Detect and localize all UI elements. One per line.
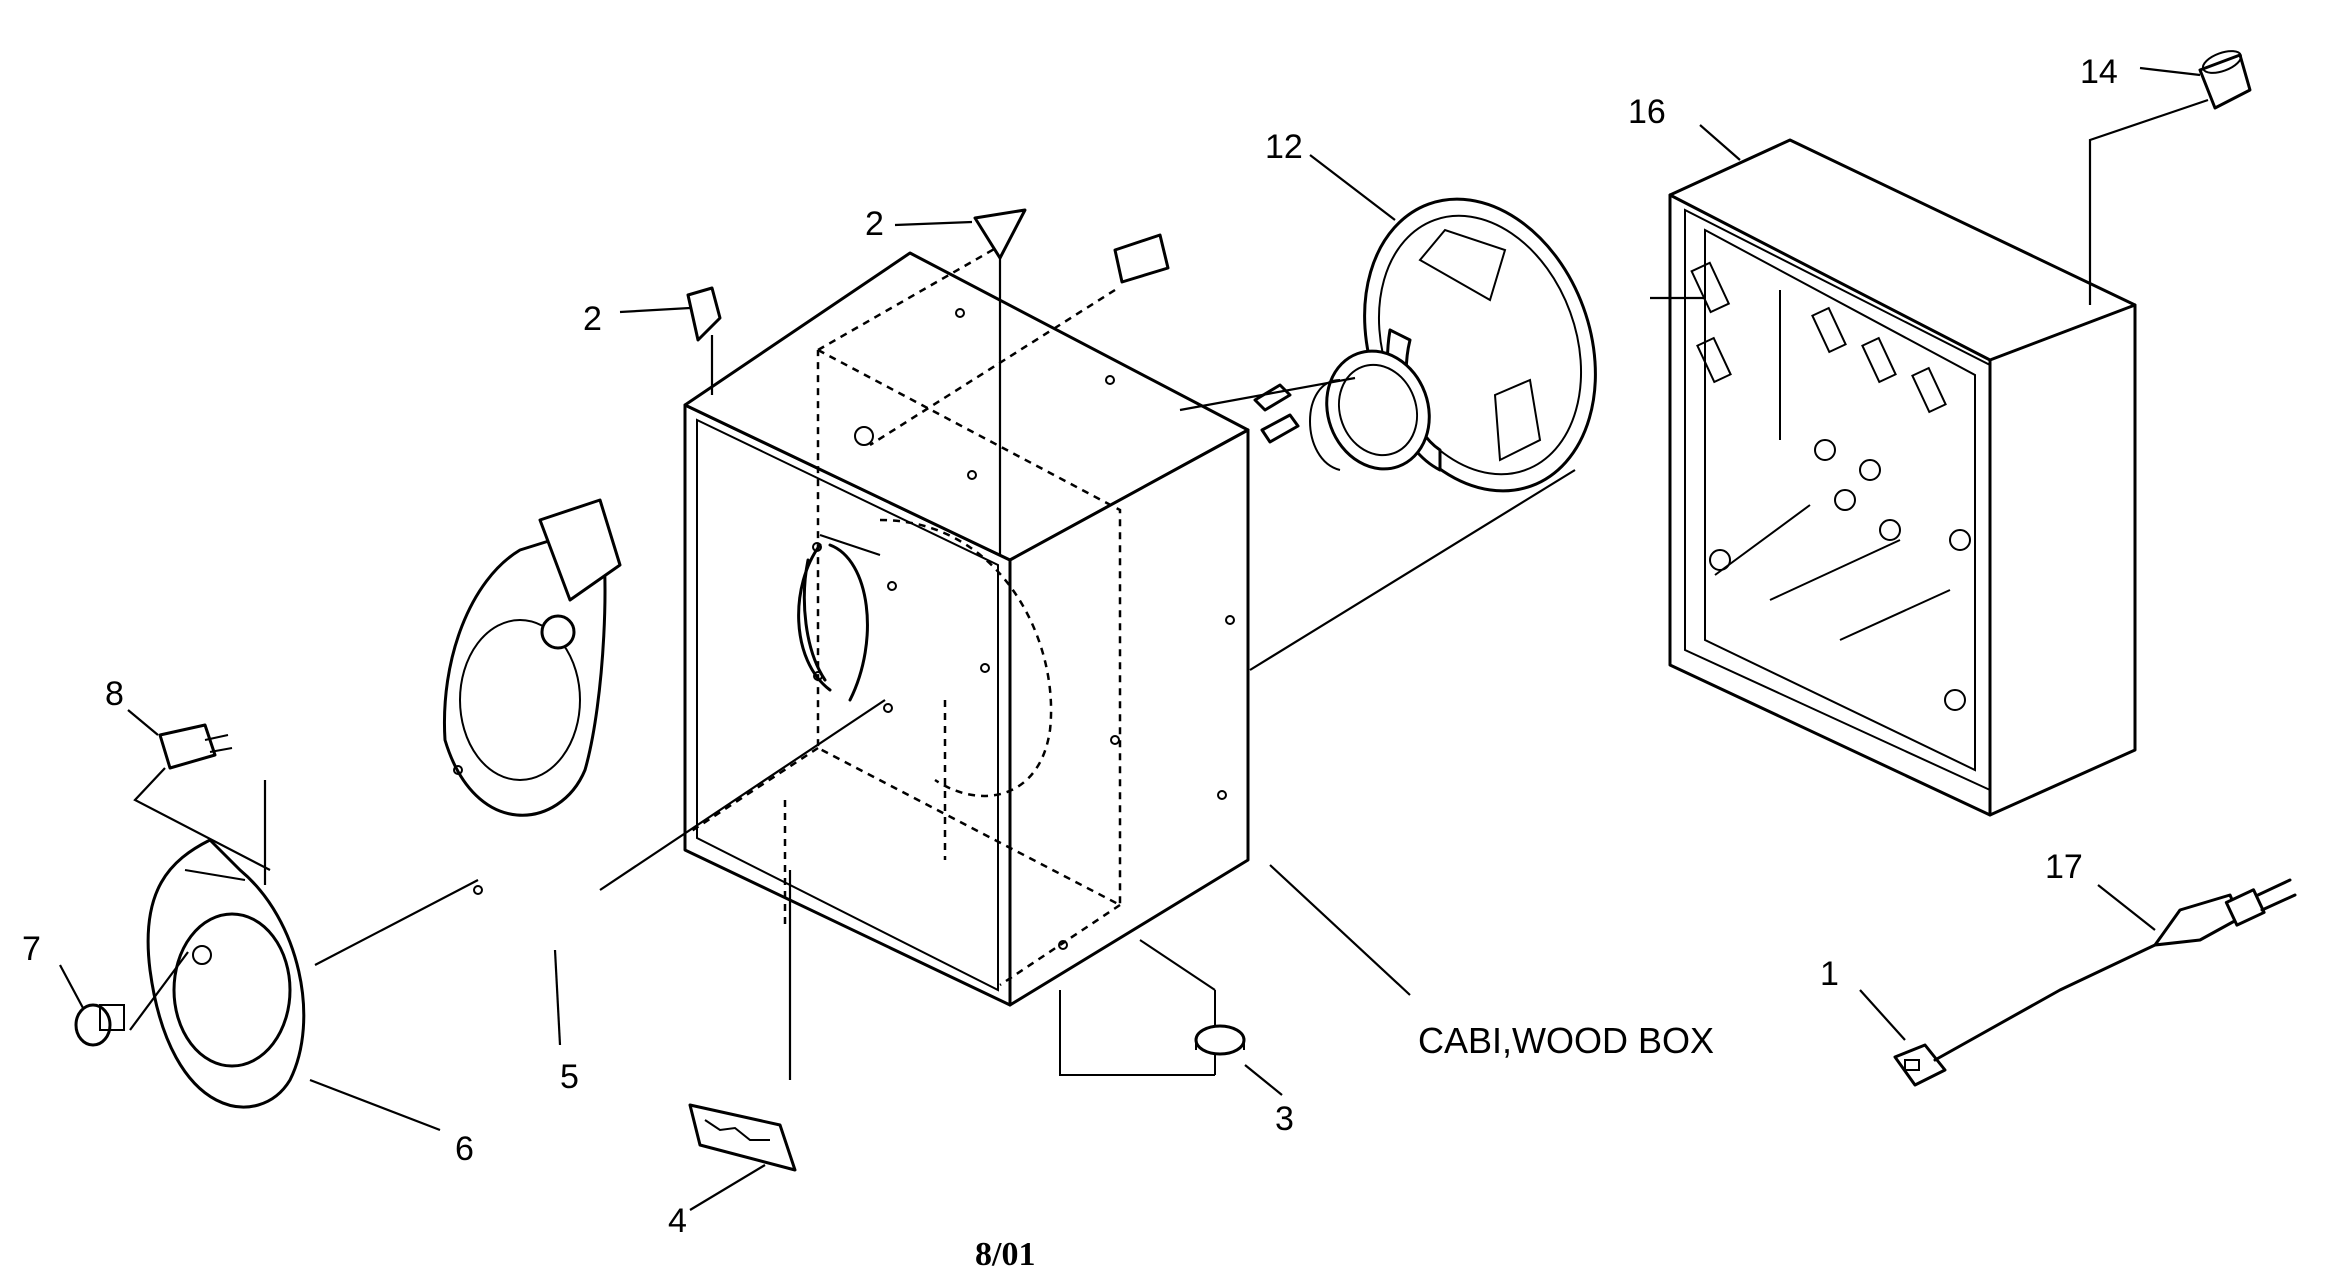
bracket-part-5 — [442, 498, 622, 895]
corner-part-2-top — [973, 208, 1027, 555]
callout-7: 7 — [22, 930, 41, 968]
cap-part-14 — [2088, 50, 2252, 305]
corner-part-2-left — [686, 286, 722, 395]
callout-14: 14 — [2080, 53, 2118, 91]
power-cord-part-17 — [1933, 878, 2297, 1062]
callout-1: 1 — [1820, 955, 1839, 993]
callout-6: 6 — [455, 1130, 474, 1168]
port-tube — [869, 233, 1170, 447]
badge-part-4 — [688, 1103, 797, 1172]
callout-12: 12 — [1265, 128, 1303, 166]
callout-8: 8 — [105, 675, 124, 713]
bezel-ring-part-6 — [146, 838, 306, 1109]
callout-5: 5 — [560, 1058, 579, 1096]
callout-leaders — [59, 66, 2201, 1211]
rear-amplifier-panel — [1668, 138, 2137, 817]
callout-4: 4 — [668, 1202, 687, 1240]
callout-2-top: 2 — [865, 205, 884, 243]
grommet-part-1 — [1893, 1043, 1947, 1087]
date-code: 8/01 — [975, 1236, 1035, 1272]
clip-part-7 — [74, 1003, 125, 1047]
callout-17: 17 — [2045, 848, 2083, 886]
cabinet-label: CABI,WOOD BOX — [1418, 1020, 1714, 1061]
assembly-lines — [129, 296, 1705, 1080]
foot-part-3 — [1194, 1024, 1246, 1056]
callout-3: 3 — [1275, 1100, 1294, 1138]
cabinet-wood-box — [683, 238, 1250, 1076]
callout-2-left: 2 — [583, 300, 602, 338]
speaker-driver — [1253, 197, 1597, 493]
clip-part-8 — [133, 723, 271, 871]
callout-16: 16 — [1628, 93, 1666, 131]
